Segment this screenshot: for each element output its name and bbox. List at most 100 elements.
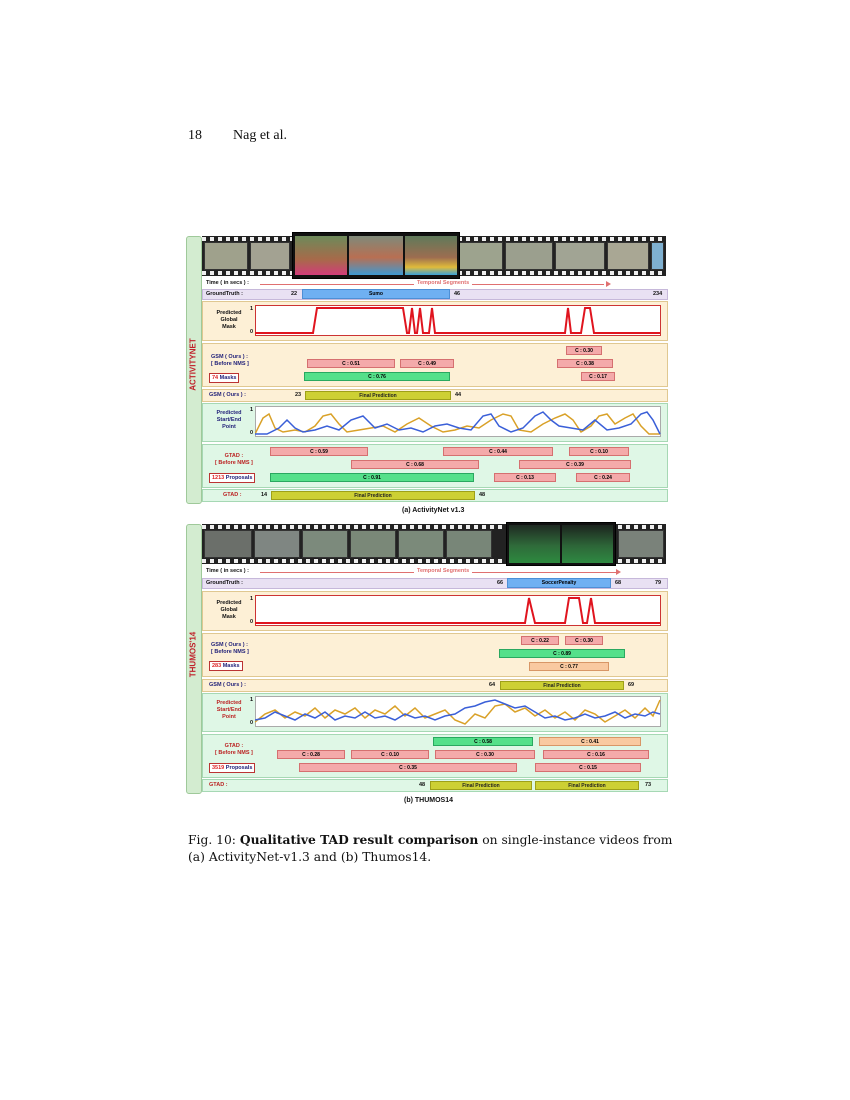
gtad-proposal-bar: C : 0.58 bbox=[433, 737, 533, 746]
gtad-proposal-bar: C : 0.10 bbox=[351, 750, 429, 759]
gtad-before-nms-row: GTAD :[ Before NMS ] 3519 Proposals C : … bbox=[202, 734, 668, 778]
axis-zero: 0 bbox=[250, 619, 254, 625]
gtad-proposal-bar: C : 0.35 bbox=[299, 763, 517, 772]
video-frame bbox=[618, 530, 664, 558]
video-frame bbox=[295, 236, 347, 275]
highlighted-frames bbox=[292, 232, 460, 279]
activitynet-sidebar bbox=[186, 236, 202, 504]
gtad-final-end: 73 bbox=[645, 782, 652, 788]
video-frame bbox=[446, 530, 492, 558]
page-number: 18 bbox=[188, 128, 202, 143]
axis-zero: 0 bbox=[250, 720, 254, 726]
gsm-proposal-bar: C : 0.30 bbox=[566, 346, 602, 355]
gt-end: 46 bbox=[454, 291, 461, 297]
video-frame bbox=[398, 530, 444, 558]
gtad-final-row: GTAD : 48 Final Prediction Final Predict… bbox=[202, 779, 668, 792]
gsm-final-start: 23 bbox=[295, 392, 302, 398]
proposals-count-tag: 1213 Proposals bbox=[209, 473, 256, 483]
axis-one: 1 bbox=[250, 697, 254, 703]
thumos-side-label: THUMOS'14 bbox=[188, 631, 198, 678]
gsm-final-end: 44 bbox=[455, 392, 462, 398]
gsm-final-label: GSM ( Ours ) : bbox=[209, 392, 246, 398]
groundtruth-row: GroundTruth : 66 SoccerPenalty 68 79 bbox=[202, 578, 668, 589]
gt-end: 68 bbox=[615, 580, 622, 586]
panel-thumos: THUMOS'14 Time ( in secs ) : Temporal Se… bbox=[186, 522, 668, 794]
gt-total: 234 bbox=[653, 291, 663, 297]
gtad-final-prediction-bar: Final Prediction bbox=[430, 781, 532, 790]
temporal-segments-label: Temporal Segments bbox=[414, 568, 473, 574]
groundtruth-label: GroundTruth : bbox=[206, 580, 243, 586]
gtad-final-start: 14 bbox=[261, 492, 268, 498]
video-frame bbox=[562, 525, 613, 563]
groundtruth-row: GroundTruth : 22 Sumo 46 234 bbox=[202, 289, 668, 300]
arrow-head-icon bbox=[616, 569, 621, 575]
caption-bold: Qualitative TAD result comparison bbox=[239, 832, 479, 847]
gt-start: 22 bbox=[291, 291, 298, 297]
axis-zero: 0 bbox=[250, 329, 254, 335]
gsm-final-end: 69 bbox=[628, 682, 635, 688]
time-label: Time ( in secs ) : bbox=[206, 568, 249, 574]
video-frame bbox=[204, 242, 248, 270]
video-frame bbox=[651, 242, 664, 270]
arrow-head-icon bbox=[606, 281, 611, 287]
video-frame bbox=[204, 530, 252, 558]
gsm-proposal-bar: C : 0.89 bbox=[499, 649, 625, 658]
gsm-before-nms-row: GSM ( Ours ) :[ Before NMS ] 74 Masks C … bbox=[202, 343, 668, 387]
gsm-proposal-bar: C : 0.49 bbox=[400, 359, 454, 368]
gtad-final-start: 48 bbox=[419, 782, 426, 788]
subcaption-b: (b) THUMOS14 bbox=[404, 797, 453, 804]
gtad-proposal-bar: C : 0.24 bbox=[576, 473, 630, 482]
running-authors: Nag et al. bbox=[233, 128, 288, 143]
video-frame bbox=[509, 525, 560, 563]
gtad-final-prediction-bar: Final Prediction bbox=[535, 781, 639, 790]
gt-start: 66 bbox=[497, 580, 504, 586]
gsm-before-label: GSM ( Ours ) :[ Before NMS ] bbox=[211, 642, 249, 655]
activitynet-side-label: ACTIVITYNET bbox=[188, 338, 198, 391]
proposals-count-tag: 3519 Proposals bbox=[209, 763, 256, 773]
groundtruth-bar: SoccerPenalty bbox=[507, 578, 611, 588]
gtad-final-label: GTAD : bbox=[223, 492, 242, 498]
gtad-proposal-bar: C : 0.10 bbox=[569, 447, 629, 456]
gsm-final-row: GSM ( Ours ) : 23 Final Prediction 44 bbox=[202, 389, 668, 402]
video-frame bbox=[555, 242, 605, 270]
time-label: Time ( in secs ) : bbox=[206, 280, 249, 286]
gtad-before-nms-row: GTAD :[ Before NMS ] 1213 Proposals C : … bbox=[202, 444, 668, 488]
gsm-final-prediction-bar: Final Prediction bbox=[500, 681, 624, 690]
gtad-before-label: GTAD :[ Before NMS ] bbox=[215, 743, 253, 756]
global-mask-plot bbox=[255, 305, 661, 336]
axis-one: 1 bbox=[250, 306, 254, 312]
thumos-sidebar bbox=[186, 524, 202, 794]
gsm-proposal-bar: C : 0.38 bbox=[557, 359, 613, 368]
groundtruth-bar: Sumo bbox=[302, 289, 450, 299]
gtad-proposal-bar: C : 0.16 bbox=[543, 750, 649, 759]
gtad-proposal-bar: C : 0.15 bbox=[535, 763, 641, 772]
video-frame bbox=[607, 242, 649, 270]
gsm-final-row: GSM ( Ours ) : 64 Final Prediction 69 bbox=[202, 679, 668, 692]
video-frame bbox=[405, 236, 457, 275]
video-frame bbox=[505, 242, 553, 270]
masks-count-tag: 74 Masks bbox=[209, 373, 240, 383]
gtad-proposal-bar: C : 0.28 bbox=[277, 750, 345, 759]
axis-one: 1 bbox=[250, 407, 254, 413]
gtad-proposal-bar: C : 0.39 bbox=[519, 460, 631, 469]
gtad-proposal-bar: C : 0.44 bbox=[443, 447, 553, 456]
figure-caption: Fig. 10: Qualitative TAD result comparis… bbox=[188, 832, 673, 864]
gsm-final-label: GSM ( Ours ) : bbox=[209, 682, 246, 688]
gsm-proposal-bar: C : 0.17 bbox=[581, 372, 615, 381]
gsm-proposal-bar: C : 0.77 bbox=[529, 662, 609, 671]
subcaption-a: (a) ActivityNet v1.3 bbox=[402, 507, 465, 514]
gtad-final-label: GTAD : bbox=[209, 782, 228, 788]
temporal-segments-label: Temporal Segments bbox=[414, 280, 473, 286]
gsm-before-label: GSM ( Ours ) :[ Before NMS ] bbox=[211, 354, 249, 367]
gsm-proposal-bar: C : 0.76 bbox=[304, 372, 450, 381]
gsm-proposal-bar: C : 0.51 bbox=[307, 359, 395, 368]
gt-total: 79 bbox=[655, 580, 662, 586]
gtad-proposal-bar: C : 0.91 bbox=[270, 473, 474, 482]
gsm-proposal-bar: C : 0.22 bbox=[521, 636, 559, 645]
gtad-proposal-bar: C : 0.41 bbox=[539, 737, 641, 746]
